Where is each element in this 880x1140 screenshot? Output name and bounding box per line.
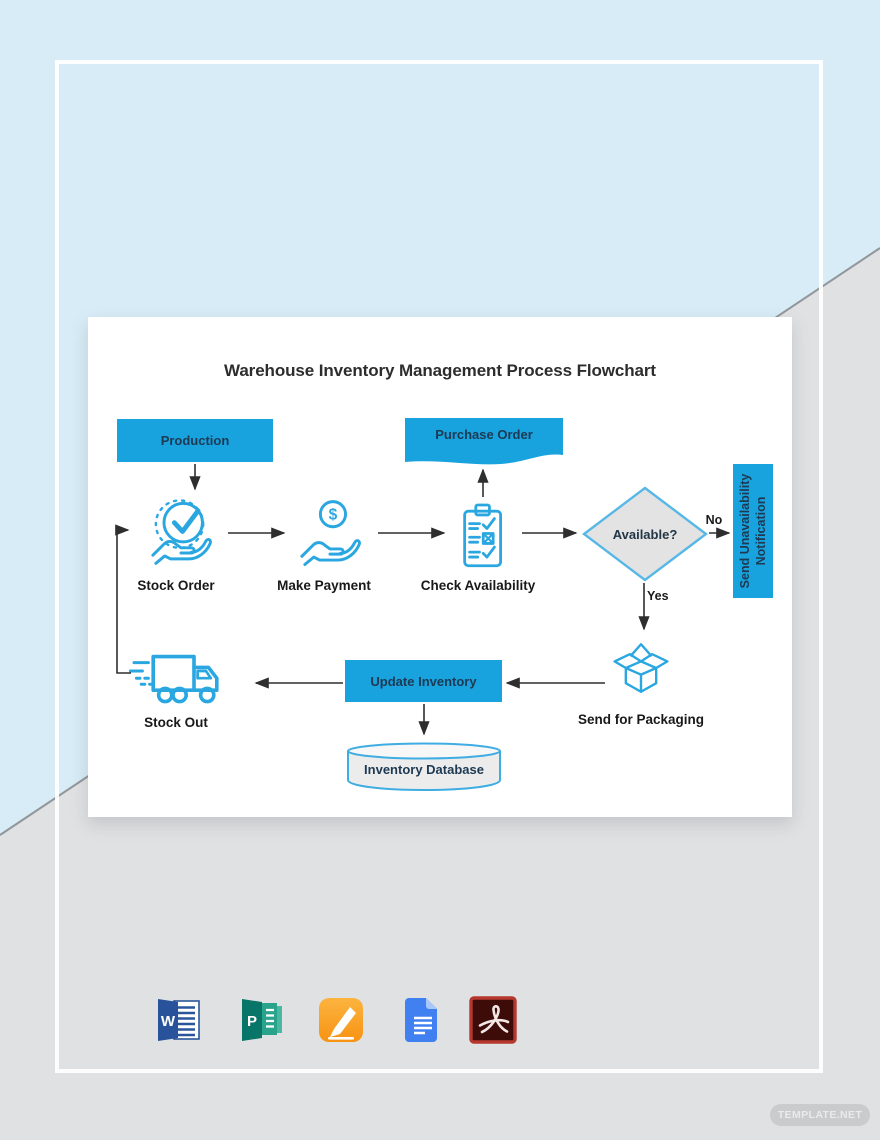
node-update-inventory: Update Inventory <box>345 660 502 702</box>
apple-pages-icon[interactable] <box>315 994 367 1046</box>
make-payment-icon: $ <box>300 500 361 566</box>
send-for-packaging-label: Send for Packaging <box>577 712 705 727</box>
stock-out-label: Stock Out <box>144 715 208 730</box>
page-title: Warehouse Inventory Management Process F… <box>224 361 656 380</box>
flowchart-canvas: Warehouse Inventory Management Process F… <box>88 317 792 817</box>
templatenet-watermark: TEMPLATE.NET <box>770 1104 870 1126</box>
packaging-box-icon <box>613 643 669 693</box>
adobe-pdf-icon[interactable] <box>467 994 519 1046</box>
node-inventory-database-label: Inventory Database <box>364 762 484 777</box>
stock-order-label: Stock Order <box>137 578 215 593</box>
node-production: Production <box>117 419 273 462</box>
check-availability-label: Check Availability <box>420 578 536 593</box>
branch-no-label: No <box>705 513 723 527</box>
node-inventory-database: Inventory Database <box>345 741 503 792</box>
branch-yes-label: Yes <box>647 589 669 603</box>
make-payment-label: Make Payment <box>277 578 371 593</box>
database-cylinder-shape <box>347 742 501 792</box>
white-border-frame <box>55 60 823 1073</box>
microsoft-publisher-icon[interactable]: P <box>236 994 288 1046</box>
svg-text:P: P <box>247 1013 257 1030</box>
node-send-unavailability: Send Unavailability Notification <box>733 464 773 598</box>
google-docs-icon[interactable] <box>395 994 447 1046</box>
document-shape <box>405 418 563 465</box>
svg-text:$: $ <box>329 506 338 523</box>
node-production-label: Production <box>160 433 230 448</box>
node-update-inventory-label: Update Inventory <box>370 673 477 689</box>
microsoft-word-icon[interactable]: W <box>153 994 205 1046</box>
node-send-unavailability-label: Send Unavailability Notification <box>737 473 768 589</box>
node-purchase-order: Purchase Order <box>405 418 563 466</box>
stock-out-truck-icon <box>128 654 219 704</box>
stock-order-icon <box>151 499 212 565</box>
decision-available <box>582 486 708 582</box>
templatenet-watermark-label: TEMPLATE.NET <box>777 1109 863 1121</box>
check-availability-icon <box>463 503 502 568</box>
node-purchase-order-label: Purchase Order <box>435 427 533 442</box>
svg-text:W: W <box>161 1013 176 1030</box>
